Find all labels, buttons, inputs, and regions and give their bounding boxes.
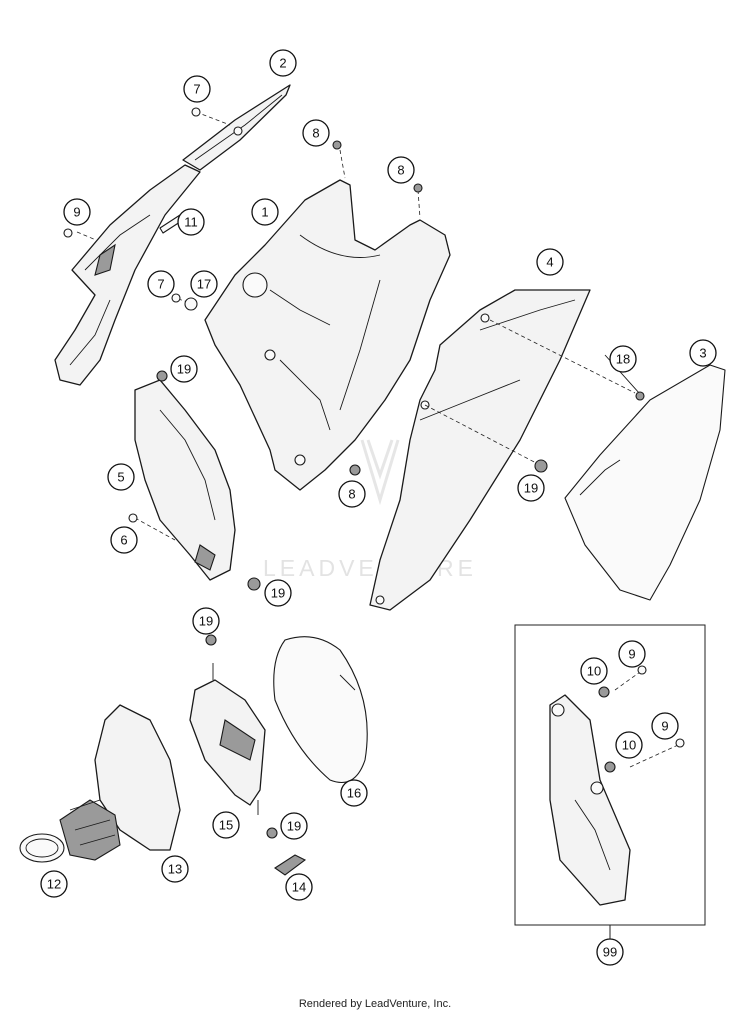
svg-text:9: 9 — [628, 647, 635, 662]
svg-text:3: 3 — [699, 346, 706, 361]
svg-text:17: 17 — [197, 277, 211, 292]
part-16-filter-cover[interactable] — [273, 636, 368, 784]
svg-text:14: 14 — [292, 880, 306, 895]
svg-text:10: 10 — [587, 664, 601, 679]
part-13-airbox-housing[interactable] — [59, 704, 181, 861]
part-3-number-plate[interactable] — [564, 364, 726, 601]
svg-text:2: 2 — [279, 56, 286, 71]
callout-14: 14 — [285, 873, 313, 901]
callout-12: 12 — [40, 870, 68, 898]
leader-lines — [76, 111, 679, 768]
svg-text:19: 19 — [524, 481, 538, 496]
part-15-filter-cage[interactable] — [189, 663, 266, 815]
svg-text:5: 5 — [117, 470, 124, 485]
svg-text:8: 8 — [397, 163, 404, 178]
svg-text:19: 19 — [271, 586, 285, 601]
hardware — [63, 107, 685, 839]
callout-5: 5 — [107, 463, 135, 491]
svg-text:9: 9 — [661, 719, 668, 734]
callout-11: 11 — [177, 208, 205, 236]
svg-text:10: 10 — [622, 738, 636, 753]
svg-text:19: 19 — [177, 362, 191, 377]
callout-1: 1 — [251, 198, 279, 226]
callout-9: 9 — [651, 712, 679, 740]
svg-text:4: 4 — [546, 255, 553, 270]
svg-text:11: 11 — [184, 215, 198, 230]
svg-text:16: 16 — [347, 786, 361, 801]
svg-text:19: 19 — [199, 614, 213, 629]
svg-text:19: 19 — [287, 819, 301, 834]
callout-3: 3 — [689, 339, 717, 367]
callout-4: 4 — [536, 248, 564, 276]
svg-text:15: 15 — [219, 818, 233, 833]
part-12-clamp[interactable] — [19, 833, 65, 863]
callout-9: 9 — [618, 640, 646, 668]
watermark-logo — [360, 439, 400, 506]
part-1-airbox-frame[interactable] — [204, 179, 451, 491]
callout-7: 7 — [147, 270, 175, 298]
callout-8: 8 — [338, 480, 366, 508]
svg-text:6: 6 — [120, 533, 127, 548]
callout-13: 13 — [161, 855, 189, 883]
svg-text:8: 8 — [348, 487, 355, 502]
callout-6: 6 — [110, 526, 138, 554]
svg-text:7: 7 — [193, 82, 200, 97]
footer-credit: Rendered by LeadVenture, Inc. — [298, 998, 452, 1010]
part-2-shroud-strip[interactable] — [182, 84, 291, 171]
svg-text:12: 12 — [47, 877, 61, 892]
svg-text:9: 9 — [73, 205, 80, 220]
callout-10: 10 — [615, 731, 643, 759]
callout-19: 19 — [517, 474, 545, 502]
callout-8: 8 — [387, 156, 415, 184]
part-5-intake-duct[interactable] — [134, 379, 236, 581]
callout-8: 8 — [302, 119, 330, 147]
svg-text:7: 7 — [157, 277, 164, 292]
callout-19: 19 — [264, 579, 292, 607]
part-14-clip[interactable] — [274, 854, 307, 876]
callout-16: 16 — [340, 779, 368, 807]
part-99-side-cover[interactable] — [549, 694, 631, 906]
callout-18: 18 — [609, 345, 637, 373]
svg-text:13: 13 — [168, 862, 182, 877]
callout-15: 15 — [212, 811, 240, 839]
svg-text:8: 8 — [312, 126, 319, 141]
part-left-shroud[interactable] — [54, 164, 201, 386]
watermark-text: LEADVENTURE — [263, 555, 477, 581]
callout-17: 17 — [190, 270, 218, 298]
svg-text:18: 18 — [616, 352, 630, 367]
callout-2: 2 — [269, 49, 297, 77]
svg-text:1: 1 — [261, 205, 268, 220]
callout-7: 7 — [183, 75, 211, 103]
callout-99: 99 — [596, 938, 624, 966]
callout-19: 19 — [170, 355, 198, 383]
svg-text:99: 99 — [603, 945, 617, 960]
callout-9: 9 — [63, 198, 91, 226]
callout-19: 19 — [280, 812, 308, 840]
callout-19: 19 — [192, 607, 220, 635]
callout-10: 10 — [580, 657, 608, 685]
